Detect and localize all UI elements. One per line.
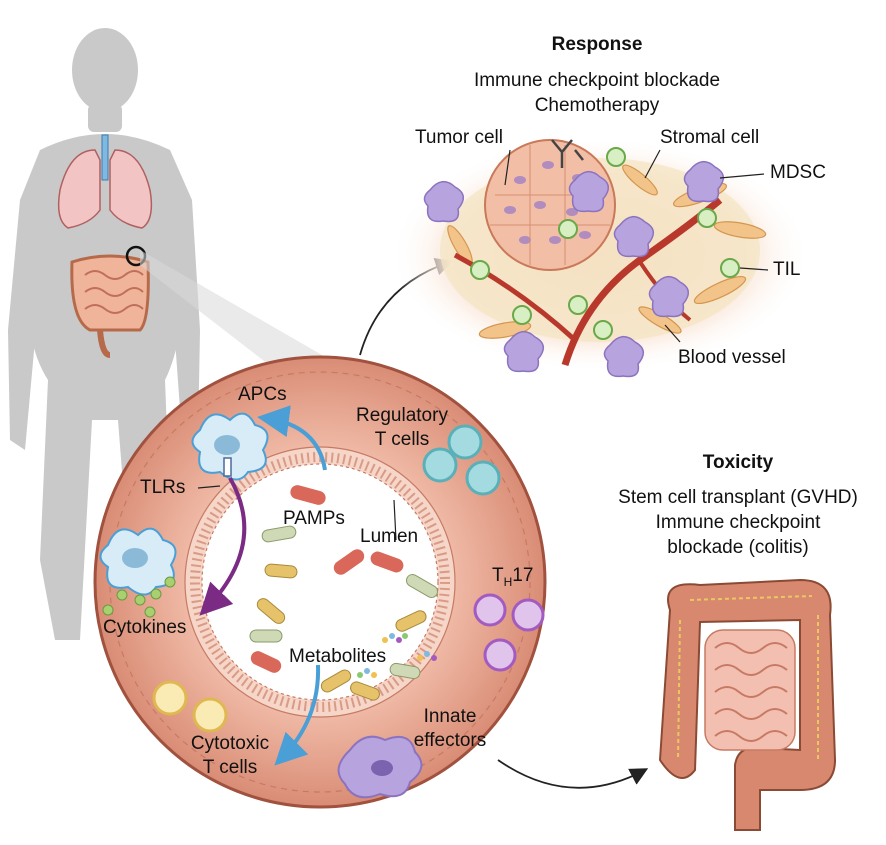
th17-t: T: [492, 565, 504, 586]
label-th17: TH17: [492, 565, 533, 593]
label-cytotoxic-1: Cytotoxic: [190, 733, 270, 754]
apc-cell-2: [99, 527, 177, 596]
colon-illustration: [658, 578, 837, 831]
innate-effector-cell: [337, 735, 423, 799]
apc-arrow: [257, 405, 327, 471]
toxicity-line-2: Immune checkpoint: [655, 512, 821, 533]
label-lumen: Lumen: [360, 526, 419, 547]
label-metabolites: Metabolites: [289, 646, 387, 667]
label-innate-2: effectors: [413, 730, 487, 751]
tumor-microenvironment: [390, 137, 810, 378]
th17-subscript: H: [503, 574, 513, 589]
label-cytokines: Cytokines: [103, 617, 187, 638]
toxicity-heading: Toxicity: [702, 452, 774, 473]
label-pamps: PAMPs: [283, 508, 345, 529]
tlr-pointer: [197, 485, 221, 489]
lungs-icon: [57, 134, 153, 229]
label-blood-vessel: Blood vessel: [678, 347, 786, 368]
metabolite-dots: [357, 633, 437, 678]
regulatory-t-cells: [422, 424, 501, 496]
bacteria-group: [249, 485, 439, 701]
response-line-1: Immune checkpoint blockade: [473, 70, 721, 91]
toxicity-arrow: [497, 759, 649, 789]
label-cytotoxic-2: T cells: [202, 757, 258, 778]
response-pointers: [504, 149, 769, 343]
th17-number: 17: [512, 565, 534, 586]
cytotoxic-t-cells: [152, 680, 228, 733]
lumen-pointer: [393, 499, 397, 541]
tlr-arrow: [199, 477, 247, 616]
label-til: TIL: [773, 259, 801, 280]
label-regulatory-1: Regulatory: [356, 405, 448, 426]
toxicity-line-3: blockade (colitis): [667, 537, 809, 558]
response-heading: Response: [551, 34, 643, 55]
th17-cells: [473, 593, 545, 672]
metabolite-arrow: [274, 664, 321, 766]
label-regulatory-2: T cells: [374, 429, 430, 450]
label-innate-1: Innate: [423, 706, 477, 727]
toxicity-line-1: Stem cell transplant (GVHD): [618, 487, 858, 508]
cytokine-dots: [102, 576, 176, 618]
label-tlrs: TLRs: [140, 477, 186, 498]
label-stromal-cell: Stromal cell: [660, 127, 760, 148]
apc-cell: [191, 412, 269, 481]
label-tumor-cell: Tumor cell: [415, 127, 503, 148]
response-line-2: Chemotherapy: [534, 95, 660, 116]
label-mdsc: MDSC: [770, 162, 826, 183]
label-apcs: APCs: [238, 384, 287, 405]
